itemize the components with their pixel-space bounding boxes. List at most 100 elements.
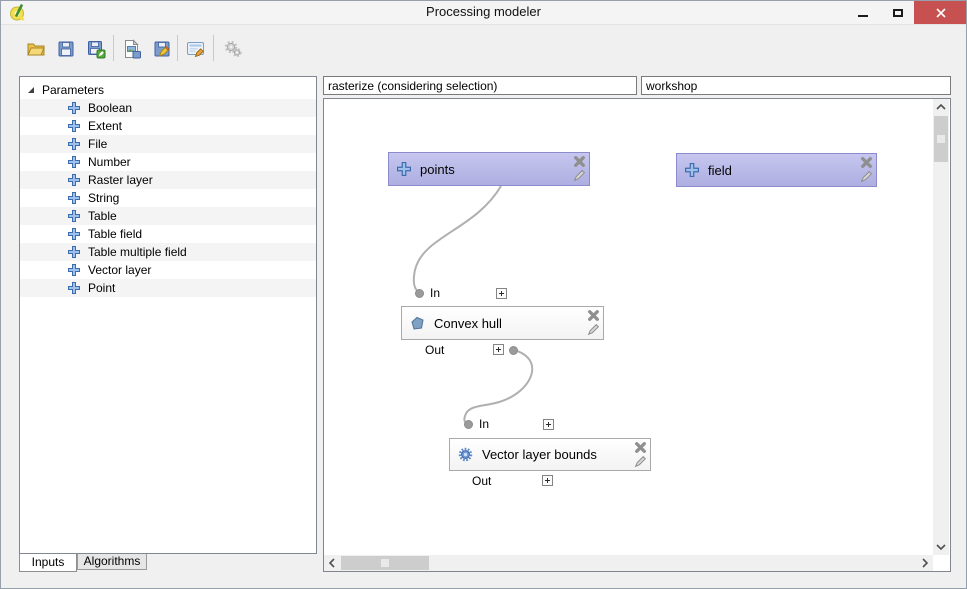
tree-item-table-field[interactable]: Table field <box>20 225 316 243</box>
export-as-script-button[interactable] <box>149 36 175 62</box>
tree-item-label: Table multiple field <box>88 245 187 259</box>
edit-model-help-button[interactable] <box>183 36 209 62</box>
vertical-scrollbar[interactable] <box>933 99 949 555</box>
save-icon <box>58 41 74 57</box>
scroll-grip <box>381 559 389 567</box>
algorithm-gear-icon <box>458 447 473 462</box>
edit-node-icon[interactable] <box>573 169 586 182</box>
node-label: field <box>708 162 732 178</box>
horizontal-scrollbar[interactable] <box>324 555 933 571</box>
add-parameter-icon <box>68 102 80 114</box>
tree-item-label: Number <box>88 155 131 169</box>
model-name-input[interactable] <box>323 76 637 95</box>
inputs-tree-panel: Parameters Boolean Extent File Number Ra… <box>19 76 317 554</box>
node-label: Convex hull <box>434 315 502 331</box>
port-in-label: In <box>479 417 490 431</box>
node-alg-vector-layer-bounds[interactable]: Vector layer bounds <box>449 438 651 471</box>
save-model-button[interactable] <box>53 36 79 62</box>
node-alg-convex-hull[interactable]: Convex hull <box>401 306 604 340</box>
save-model-as-button[interactable] <box>83 36 109 62</box>
edit-node-icon[interactable] <box>587 323 600 336</box>
tree-item-table-multiple-field[interactable]: Table multiple field <box>20 243 316 261</box>
toolbar-separator <box>177 35 178 61</box>
tree-item-table[interactable]: Table <box>20 207 316 225</box>
minimize-icon <box>858 14 868 17</box>
delete-node-icon[interactable] <box>587 309 600 322</box>
tree-item-label: String <box>88 191 120 205</box>
tree-item-label: File <box>88 137 108 151</box>
toolbar-separator <box>213 35 214 61</box>
node-input-points[interactable]: points <box>388 152 590 186</box>
tree-item-label: Vector layer <box>88 263 152 277</box>
scroll-up-button[interactable] <box>933 99 949 115</box>
tree-item-label: Table <box>88 209 117 223</box>
toolbar-separator <box>113 35 114 61</box>
add-parameter-icon <box>68 228 80 240</box>
close-button[interactable] <box>914 1 966 24</box>
tree-item-label: Extent <box>88 119 123 133</box>
model-group-input[interactable] <box>641 76 951 95</box>
maximize-icon <box>893 8 903 17</box>
open-folder-icon <box>27 43 45 56</box>
chevron-right-icon <box>922 558 928 568</box>
export-as-image-button[interactable] <box>119 36 145 62</box>
edit-node-icon[interactable] <box>634 455 647 468</box>
export-image-icon <box>125 39 141 59</box>
expand-inputs-button[interactable] <box>543 419 554 430</box>
run-gears-icon <box>224 40 242 58</box>
add-parameter-icon <box>68 174 80 186</box>
edit-node-icon[interactable] <box>860 170 873 183</box>
close-icon <box>936 7 946 18</box>
add-input-icon <box>397 162 411 176</box>
node-label: Vector layer bounds <box>482 447 597 462</box>
tree-item-boolean[interactable]: Boolean <box>20 99 316 117</box>
toolbar <box>1 25 966 71</box>
minimize-button[interactable] <box>846 1 880 24</box>
tree-item-extent[interactable]: Extent <box>20 117 316 135</box>
expand-outputs-button[interactable] <box>493 344 504 355</box>
tree-root-label: Parameters <box>42 83 105 97</box>
tree-item-file[interactable]: File <box>20 135 316 153</box>
node-input-field[interactable]: field <box>676 153 877 187</box>
tree-item-label: Raster layer <box>88 173 153 187</box>
delete-node-icon[interactable] <box>573 155 586 168</box>
delete-node-icon[interactable] <box>860 156 873 169</box>
vertical-scroll-thumb[interactable] <box>934 116 948 162</box>
tab-algorithms[interactable]: Algorithms <box>77 554 147 570</box>
node-actions <box>858 155 873 187</box>
connection-dot <box>415 289 424 298</box>
add-parameter-icon <box>68 282 80 294</box>
node-actions <box>632 440 647 472</box>
tree-item-string[interactable]: String <box>20 189 316 207</box>
tab-inputs[interactable]: Inputs <box>19 554 77 572</box>
tree-item-vector-layer[interactable]: Vector layer <box>20 261 316 279</box>
open-model-button[interactable] <box>23 36 49 62</box>
scroll-right-button[interactable] <box>917 555 933 571</box>
port-out-label: Out <box>425 343 445 357</box>
add-parameter-icon <box>68 264 80 276</box>
port-out-label: Out <box>472 474 492 488</box>
run-model-button[interactable] <box>220 36 246 62</box>
tree-item-label: Point <box>88 281 116 295</box>
qgis-logo-icon <box>10 4 25 21</box>
maximize-button[interactable] <box>883 1 913 24</box>
expanded-caret-icon <box>28 87 34 93</box>
expand-outputs-button[interactable] <box>542 475 553 486</box>
scroll-left-button[interactable] <box>324 555 340 571</box>
tree-item-point[interactable]: Point <box>20 279 316 297</box>
tree-item-number[interactable]: Number <box>20 153 316 171</box>
tree-item-label: Boolean <box>88 101 133 115</box>
tree-root-parameters[interactable]: Parameters <box>20 81 316 99</box>
tree-item-raster-layer[interactable]: Raster layer <box>20 171 316 189</box>
title-bar: Processing modeler <box>1 1 966 25</box>
connection-dot <box>509 346 518 355</box>
add-parameter-icon <box>68 156 80 168</box>
connection-dot <box>464 420 473 429</box>
scroll-down-button[interactable] <box>933 539 949 555</box>
add-parameter-icon <box>68 120 80 132</box>
save-as-icon <box>88 41 106 59</box>
expand-inputs-button[interactable] <box>496 288 507 299</box>
delete-node-icon[interactable] <box>634 441 647 454</box>
horizontal-scroll-thumb[interactable] <box>341 556 429 570</box>
